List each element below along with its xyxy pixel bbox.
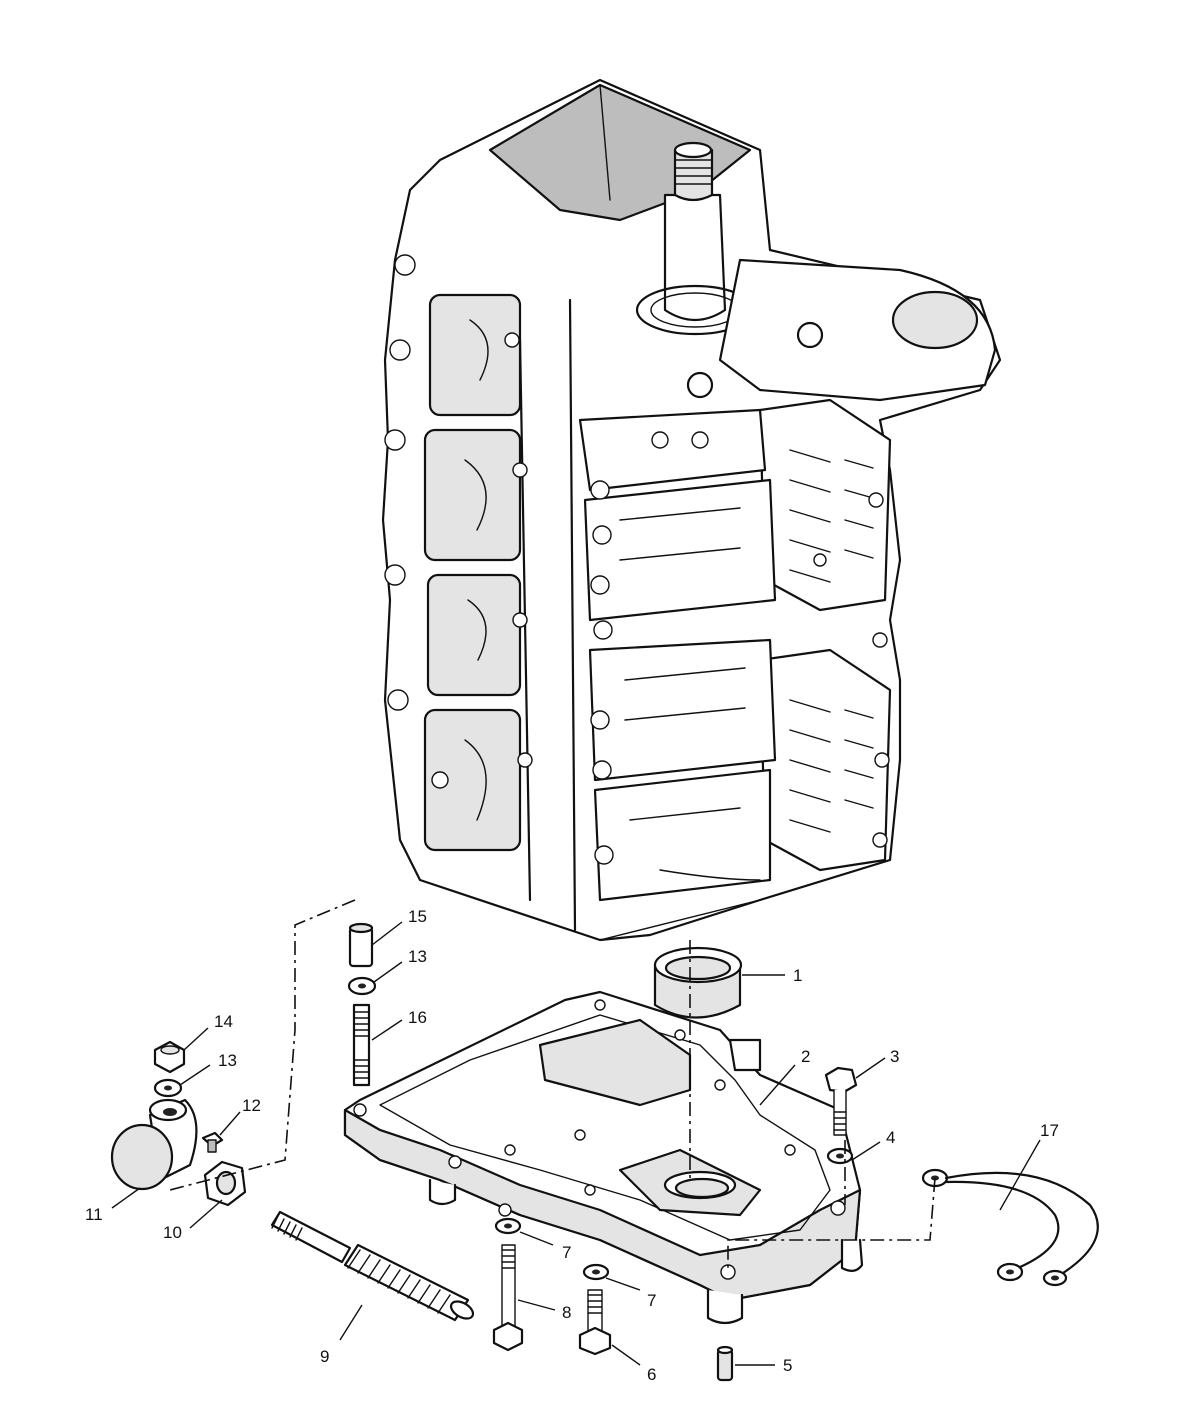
bolt-3 — [824, 1066, 858, 1136]
adapter-plate — [343, 990, 864, 1325]
callout-14: 14 — [214, 1012, 233, 1031]
hex-nut-10 — [203, 1160, 247, 1207]
callout-13b: 13 — [408, 947, 427, 966]
crankshaft-stub — [635, 141, 755, 336]
callout-8: 8 — [562, 1303, 571, 1322]
callout-numbers: 1 2 3 4 5 6 7 7 8 9 10 11 12 13 13 14 15… — [85, 907, 1059, 1384]
screw-12 — [201, 1131, 224, 1153]
callout-7a: 7 — [562, 1243, 571, 1262]
ground-strap — [921, 1168, 1099, 1287]
cylinder-head-left — [423, 293, 522, 852]
port-covers-right — [758, 398, 892, 872]
engine-block — [381, 78, 1002, 942]
callout-11: 11 — [85, 1205, 103, 1224]
callout-12: 12 — [242, 1096, 261, 1115]
nut-14 — [153, 1040, 186, 1074]
screw-6 — [578, 1289, 612, 1356]
sleeve-15 — [348, 922, 374, 968]
seal-ring — [653, 946, 743, 1019]
callout-9: 9 — [320, 1347, 329, 1366]
stud-16 — [352, 1003, 371, 1087]
callout-5: 5 — [783, 1356, 792, 1375]
dowel-pin — [716, 1345, 734, 1382]
callout-15: 15 — [408, 907, 427, 926]
callout-4: 4 — [886, 1128, 895, 1147]
threaded-studs — [270, 1210, 475, 1322]
callout-16: 16 — [408, 1008, 427, 1027]
leader-lines — [111, 921, 1041, 1366]
callout-7b: 7 — [647, 1291, 656, 1310]
callout-2: 2 — [801, 1047, 810, 1066]
bolt-8 — [492, 1244, 524, 1352]
spacer-11 — [110, 1098, 198, 1191]
washer-7 — [494, 1217, 610, 1281]
callout-10: 10 — [163, 1223, 182, 1242]
assembly-lines — [169, 899, 936, 1272]
callout-3: 3 — [890, 1047, 899, 1066]
callout-1: 1 — [793, 966, 802, 985]
callout-13a: 13 — [218, 1051, 237, 1070]
callout-17: 17 — [1040, 1121, 1059, 1140]
washer-13 — [153, 976, 377, 1098]
washer-4 — [826, 1147, 854, 1165]
callout-6: 6 — [647, 1365, 656, 1384]
